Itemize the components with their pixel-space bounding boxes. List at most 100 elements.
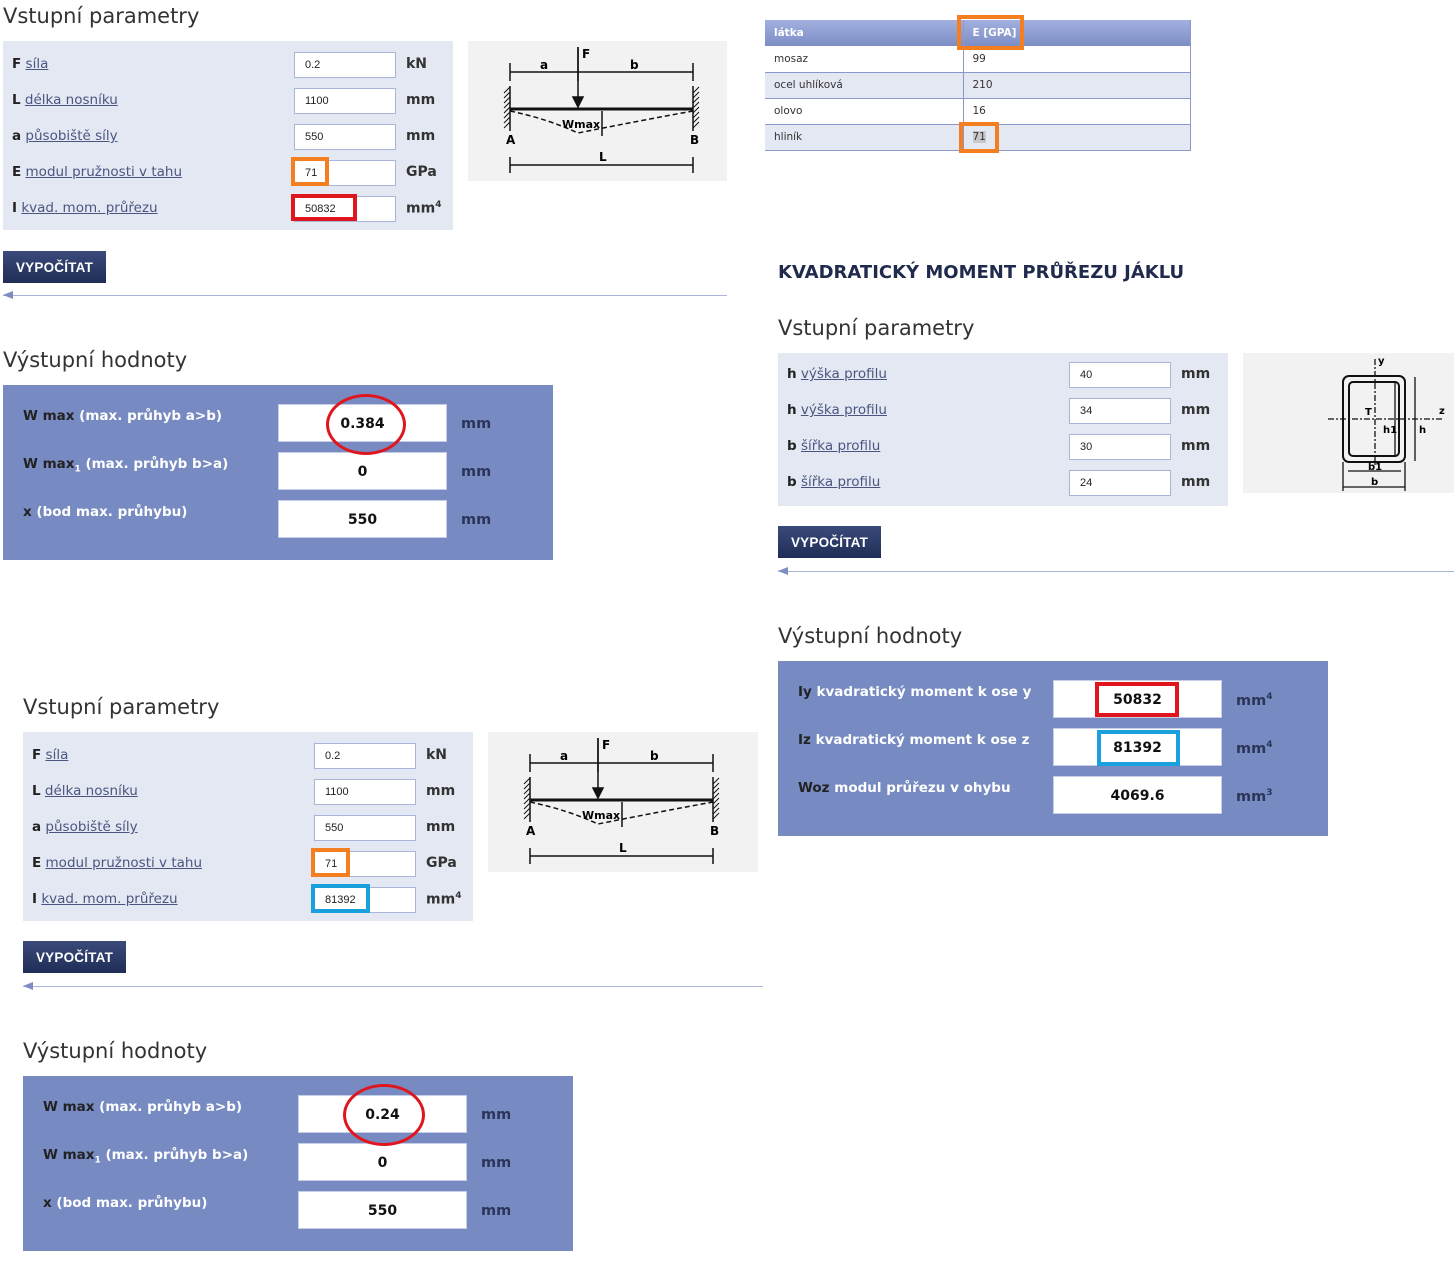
field-input[interactable] <box>314 887 416 913</box>
unit-exponent: 4 <box>455 891 462 901</box>
field-unit: GPa <box>426 855 457 871</box>
output-description: kvadratický moment k ose z <box>810 732 1030 748</box>
unit-text: mm <box>461 464 492 480</box>
output-label: W max (max. průhyb a>b) <box>23 408 222 424</box>
field-help-link[interactable]: výška profilu <box>800 366 887 382</box>
unit-text: mm <box>481 1155 512 1171</box>
field-help-link[interactable]: délka nosníku <box>44 783 138 799</box>
field-input[interactable] <box>1069 398 1171 424</box>
output-symbol: W max <box>23 456 75 472</box>
calculate-button[interactable]: VYPOČÍTAT <box>778 526 881 558</box>
input-row: a působiště síly mm <box>3 124 453 150</box>
field-unit: mm <box>1181 438 1210 454</box>
field-unit: mm <box>426 819 455 835</box>
unit-text: mm <box>1181 474 1211 490</box>
field-symbol: a <box>12 128 22 144</box>
output-unit: mm <box>481 1155 511 1171</box>
field-input[interactable] <box>314 779 416 805</box>
field-help-link[interactable]: síla <box>45 747 69 763</box>
field-label: F síla <box>32 747 68 763</box>
field-unit: mm <box>1181 474 1210 490</box>
field-symbol: I <box>12 200 18 216</box>
input-row: I kvad. mom. průřezumm4 <box>3 196 453 222</box>
input-row: h výška profilumm <box>778 362 1228 388</box>
field-label: L délka nosníku <box>32 783 138 799</box>
field-input[interactable] <box>294 124 396 150</box>
field-help-link[interactable]: šířka profilu <box>800 438 881 454</box>
field-help-link[interactable]: modul pružnosti v tahu <box>45 855 203 871</box>
field-input[interactable] <box>294 196 396 222</box>
output-description: (max. průhyb b>a) <box>80 456 229 472</box>
field-help-link[interactable]: kvad. mom. průřezu <box>41 891 178 907</box>
input-row: h výška profilu mm <box>778 398 1228 424</box>
output-value: 0 <box>298 1143 467 1181</box>
force-label: F <box>602 738 610 752</box>
field-input[interactable] <box>1069 362 1171 388</box>
unit-text: mm <box>461 416 492 432</box>
field-help-link[interactable]: síla <box>25 56 49 72</box>
field-help-link[interactable]: působiště síly <box>25 128 118 144</box>
field-input[interactable] <box>294 160 396 186</box>
field-help-link[interactable]: kvad. mom. průřezu <box>21 200 158 216</box>
input-row: E modul pružnosti v tahu GPa <box>3 160 453 186</box>
output-symbol: Iz <box>798 732 811 748</box>
input-title: Vstupní parametry <box>23 695 220 719</box>
beam-drawing: a b F Wmax A B L <box>523 738 720 864</box>
field-input[interactable] <box>294 52 396 78</box>
cross-section-diagram: y z T h1 h b1 b <box>1243 353 1454 493</box>
calculate-button[interactable]: VYPOČÍTAT <box>23 941 126 973</box>
field-help-link[interactable]: délka nosníku <box>24 92 118 108</box>
unit-text: mm <box>1181 402 1211 418</box>
field-symbol: E <box>12 164 22 180</box>
output-symbol: W max <box>43 1099 95 1115</box>
input-form: F sílakNL délka nosníkumma působiště síl… <box>3 41 453 230</box>
field-input[interactable] <box>314 851 416 877</box>
unit-text: GPa <box>406 164 437 180</box>
field-symbol: a <box>32 819 42 835</box>
field-unit: GPa <box>406 164 437 180</box>
input-title: Vstupní parametry <box>3 4 200 28</box>
beam-drawing: a b F Wmax A B L <box>503 47 700 173</box>
field-symbol: h <box>787 402 797 418</box>
field-input[interactable] <box>294 88 396 114</box>
field-input[interactable] <box>1069 470 1171 496</box>
dim-h-label: h <box>1419 425 1426 436</box>
back-divider[interactable] <box>778 567 1454 575</box>
output-description: (bod max. průhybu) <box>51 1195 208 1211</box>
selected-value: 71 <box>972 131 986 143</box>
field-label: h výška profilu <box>787 402 887 418</box>
unit-text: mm <box>426 891 456 908</box>
field-symbol: h <box>787 366 797 382</box>
field-input[interactable] <box>314 815 416 841</box>
field-help-link[interactable]: modul pružnosti v tahu <box>25 164 183 180</box>
field-input[interactable] <box>314 743 416 769</box>
support-a-label: A <box>506 133 516 147</box>
field-help-link[interactable]: výška profilu <box>800 402 887 418</box>
unit-text: mm <box>406 92 436 108</box>
force-label: F <box>582 47 590 61</box>
field-label: b šířka profilu <box>787 438 880 454</box>
back-divider[interactable] <box>23 982 763 990</box>
back-divider[interactable] <box>3 291 727 299</box>
field-label: E modul pružnosti v tahu <box>32 855 202 871</box>
unit-exponent: 4 <box>435 200 442 210</box>
input-title: Vstupní parametry <box>778 316 975 340</box>
unit-text: mm <box>406 128 436 144</box>
input-row: b šířka profilu mm <box>778 434 1228 460</box>
support-b-label: B <box>690 133 699 147</box>
field-label: L délka nosníku <box>12 92 118 108</box>
field-help-link[interactable]: šířka profilu <box>800 474 881 490</box>
field-help-link[interactable]: působiště síly <box>45 819 138 835</box>
calculate-button[interactable]: VYPOČÍTAT <box>3 251 106 283</box>
field-input[interactable] <box>1069 434 1171 460</box>
dim-b-label: b <box>650 749 659 763</box>
deflection-panel-1: Vstupní parametry F sílakNL délka nosník… <box>3 0 733 565</box>
output-label: x (bod max. průhybu) <box>23 504 187 520</box>
output-symbol: Iy <box>798 684 812 700</box>
output-symbol: Woz <box>798 780 830 796</box>
output-unit: mm <box>481 1203 511 1219</box>
col-header-modulus: E [GPA] <box>963 20 1191 46</box>
axis-z-label: z <box>1439 406 1445 417</box>
